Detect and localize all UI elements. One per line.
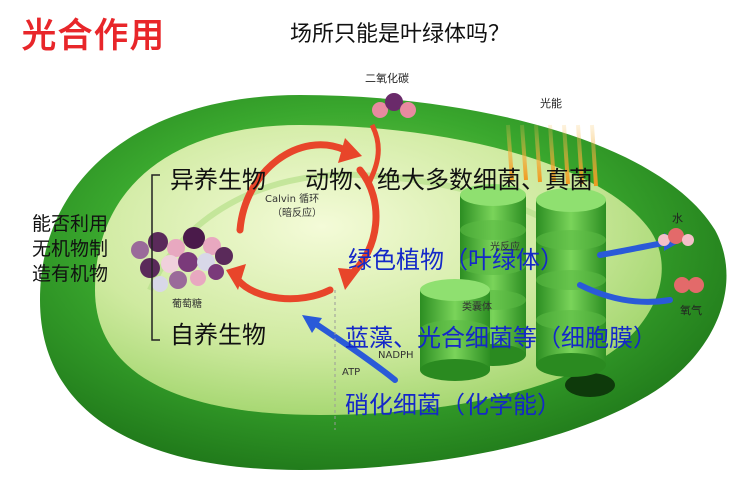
co2-molecule	[372, 93, 416, 118]
oxygen-molecule	[674, 277, 704, 293]
water-label: 水	[672, 212, 683, 225]
classification-question: 能否利用 无机物制 造有机物	[32, 212, 132, 287]
autotroph-label: 自养生物	[170, 321, 266, 349]
heterotroph-examples: 动物、绝大多数细菌、真菌	[305, 166, 593, 194]
light-reaction-label: 光反应	[490, 242, 520, 253]
co2-label: 二氧化碳	[365, 72, 409, 85]
question-text: 场所只能是叶绿体吗？	[290, 22, 511, 47]
oxygen-label: 氧气	[680, 304, 702, 317]
side-line-3: 造有机物	[32, 263, 109, 285]
light-label: 光能	[540, 97, 562, 110]
green-plants-label: 绿色植物（叶绿体）	[348, 246, 564, 274]
side-line-2: 无机物制	[32, 238, 109, 260]
shadow-spot	[565, 373, 615, 397]
page-title: 光合作用	[22, 16, 166, 56]
classification-bracket	[151, 174, 160, 341]
glucose-molecule	[131, 227, 233, 292]
heterotroph-label: 异养生物	[170, 166, 266, 194]
thylakoid-label: 类囊体	[462, 302, 492, 313]
cyanobacteria-label: 蓝藻、光合细菌等（细胞膜）	[345, 324, 657, 352]
water-molecule	[658, 228, 694, 246]
glucose-label: 葡萄糖	[172, 299, 202, 310]
calvin-sub-label: （暗反应）	[272, 208, 322, 219]
calvin-arrowheads	[226, 138, 362, 290]
nitrifying-label: 硝化细菌（化学能）	[345, 391, 561, 419]
light-rays	[506, 124, 598, 187]
side-line-1: 能否利用	[32, 213, 109, 235]
nadph-label: NADPH	[378, 350, 414, 361]
co2-arrow	[365, 123, 381, 187]
calvin-label: Calvin 循环	[265, 194, 320, 205]
calvin-cycle-arrows	[234, 141, 380, 303]
atp-label: ATP	[342, 367, 361, 378]
grana-stacks	[420, 184, 606, 381]
